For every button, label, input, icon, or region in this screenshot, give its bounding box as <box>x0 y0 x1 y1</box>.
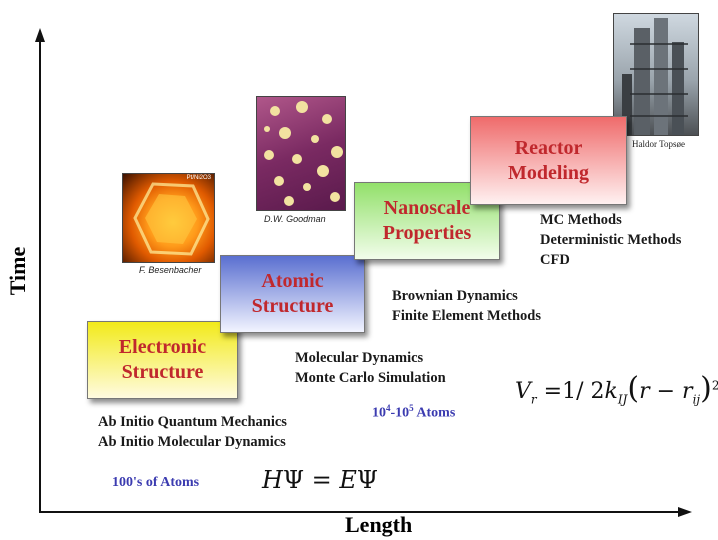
credit-goodman: D.W. Goodman <box>264 214 326 224</box>
x-axis-label: Length <box>345 512 413 537</box>
credit-besenbacher: F. Besenbacher <box>139 265 202 275</box>
refinery-structure <box>622 18 688 135</box>
potential-equation: Vr =1/ 2kIJ(r − rij)2 <box>515 371 718 407</box>
atoms-range-label: 104-105 Atoms <box>372 403 456 421</box>
schrodinger-equation: HΨ = EΨ <box>262 466 378 494</box>
y-axis-label: Time <box>5 246 30 296</box>
afm-image <box>256 96 346 211</box>
stm-image: Pt/Ni2O3 <box>122 173 215 263</box>
credit-topsoe: Haldor Topsøe <box>632 139 685 149</box>
afm-particles <box>264 101 343 206</box>
stm-hexagon <box>133 182 210 256</box>
atoms-hundreds-label: 100's of Atoms <box>112 475 200 490</box>
stm-label: Pt/Ni2O3 <box>186 175 211 181</box>
y-axis-arrowhead <box>35 28 45 42</box>
x-axis-arrowhead <box>678 507 692 517</box>
refinery-image <box>613 13 699 136</box>
